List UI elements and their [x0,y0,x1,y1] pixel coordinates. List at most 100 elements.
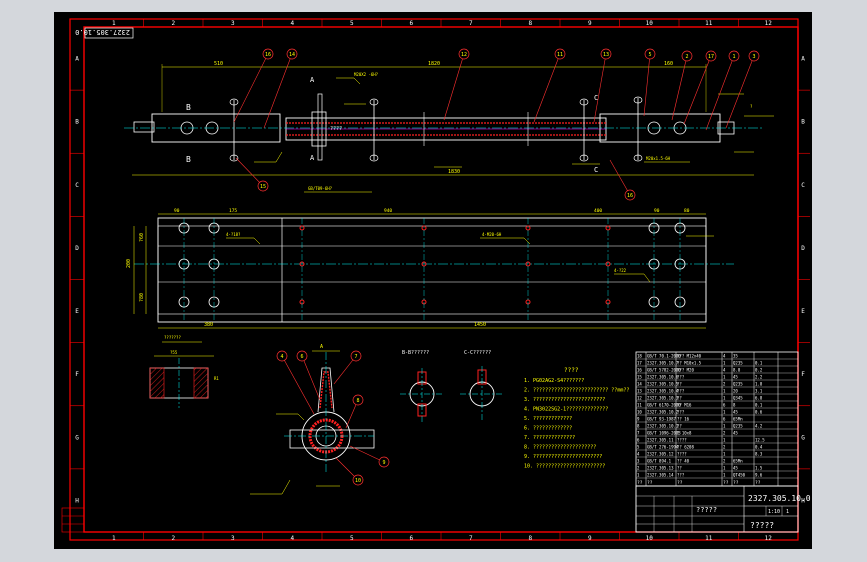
balloon [296,350,308,362]
side-leaders [226,235,714,283]
bom-cell-code: 2327.305.10.4 [647,389,679,394]
note-line: 1. PG02AG2-S4??????? [524,378,584,384]
bom-cell-code: 2327.305.13 [647,466,674,471]
detail-radius: R1 [214,376,219,381]
note-line: 5. ????????????? [524,416,572,422]
left-stub [133,121,155,133]
grid-col-label: 8 [528,20,532,27]
grid-row-label: B [801,119,805,126]
bom-cell-mat: 45 [733,431,738,436]
inner-frame [83,26,799,533]
balloon [681,50,693,62]
balloon-leader [301,355,321,401]
tb-drawing-number: 2327.305.10.0 [748,494,811,503]
side-note-3: 4-?22 [614,268,627,273]
balloon-leader [281,355,315,415]
note-top-3: M20x1.5-6H [646,156,671,161]
bom-cell-wt: 1.8 [755,382,763,387]
bom-cell-qty: 1 [723,424,726,429]
bom-cell-wt: 0.1 [755,361,763,366]
grid-col-label: 9 [588,535,592,542]
balloon-leader [533,53,561,123]
side-segment-dim: 175 [229,208,237,214]
section-mark-c-top: C [594,94,598,102]
tb-scale: 1:10 [768,509,780,515]
bom-cell-mat: 65Mn [733,417,743,422]
grid-col-label: 7 [469,20,473,27]
bom-cell-mat: Q235 [733,361,743,366]
balloon-number: 4 [280,354,283,360]
bom-cell-qty: 1 [723,396,726,401]
sec-b-title: B-B?????? [402,350,429,356]
bom-cell-no: 9 [637,417,640,422]
note-line: 7. ?????????????? [524,435,575,441]
balloon [728,50,740,62]
bom-cell-name: ??? [677,375,685,380]
bom-cell-no: 15 [637,375,642,380]
sec-a-post-hatch [319,371,333,409]
balloon [276,350,288,362]
bom-cell-no: 2 [637,466,640,471]
section-c-view: C-C?????? [460,350,504,420]
bom-cell-name: ??? [677,389,685,394]
grid-col-label: 1 [112,20,116,27]
section-mark-b-bottom: B [186,155,191,164]
bom-cell-no: 4 [637,452,640,457]
grid-row-label: F [75,371,79,378]
bom-header-name: ?? [677,480,683,486]
side-height-b: ?80 [139,293,145,302]
grid-col-label: 2 [171,535,175,542]
bom-cell-no: 3 [637,459,640,464]
nut [579,98,589,106]
nut [633,154,643,162]
grid-row-label: G [801,434,805,441]
bom-cell-qty: 2 [723,382,726,387]
bom-cell-name: ??? [677,410,685,415]
annotation-leaders [254,77,774,193]
grid-row-label: G [75,434,79,441]
bom-cell-code: GB/T 276-1994 [647,445,679,450]
balloon-leader [671,55,688,121]
balloon-leader [683,55,712,125]
balloon-number: 1 [732,54,735,60]
bom-cell-qty: 4 [723,368,726,373]
balloon-leader [443,53,465,121]
dim-top-left: 510 [214,61,223,67]
drawing-number-rotated: 2327.305.10.0 [75,28,130,36]
bom-cell-mat: 8 [733,403,736,408]
bom-cell-no: 17 [637,361,642,366]
bom-cell-qty: 1 [723,375,726,380]
bom-cell-mat: 35 [733,354,738,359]
bom-cell-no: 14 [637,382,642,387]
bom-cell-name: ???? [677,452,687,457]
bom-cell-code: 2327.305.10.5 [647,382,679,387]
bom-cell-name: ??? M20 [677,368,694,373]
bom-cell-name: ??? [677,473,685,478]
grid-row-label: A [801,56,805,63]
bom-cell-mat: 45 [733,375,738,380]
grid-col-label: 11 [705,20,713,27]
bom-cell-code: GB/T 70.1-2000 [647,354,681,359]
tb-sheet-label: ????? [750,521,774,530]
bom-cell-name: ?? M16 [677,403,692,408]
grid-row-label: D [75,245,79,252]
nut [229,154,239,162]
bom-cell-code: 2327.305.12 [647,452,674,457]
balloon [257,180,269,192]
grid-col-label: 6 [409,535,413,542]
balloon-leader [263,53,293,129]
grid-col-label: 8 [528,535,532,542]
bom-cell-mat: 45 [733,466,738,471]
bom-cell-name: ?? 16 [677,417,690,422]
bom-cell-no: 10 [637,410,642,415]
grid-row-label: F [801,371,805,378]
balloon [352,394,364,406]
grid-row-label: B [75,119,79,126]
side-segment-dim: 80 [684,208,690,214]
note-top-2: GB/T09-6H? [308,186,333,191]
bom-cell-qty: 1 [723,473,726,478]
detail-hatch-right [193,367,209,399]
section-mark-a-bottom: A [310,154,315,162]
